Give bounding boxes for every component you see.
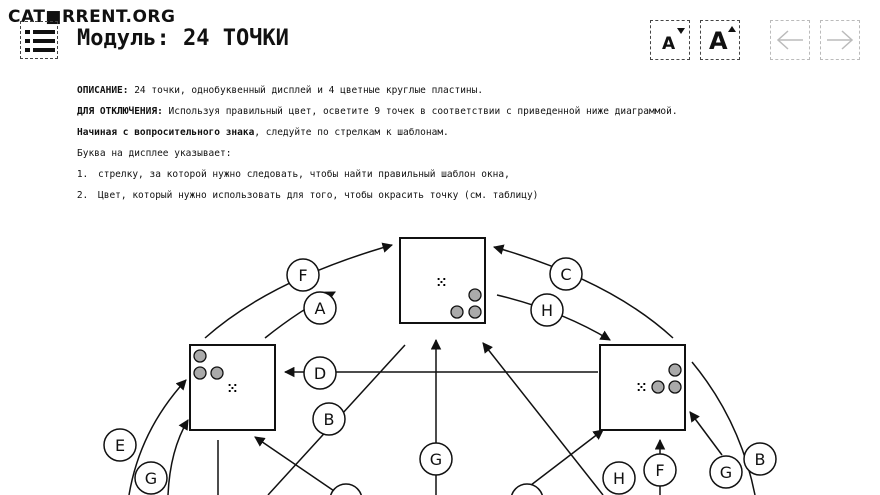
site-logo[interactable]: CAT■RRENT.ORG bbox=[8, 7, 176, 27]
letter-label: F bbox=[655, 461, 664, 480]
letter-label: D bbox=[314, 364, 326, 383]
font-increase-button[interactable]: A bbox=[700, 20, 740, 60]
flow-diagram: ⁙ ⁙ ⁙ F A C H bbox=[103, 237, 777, 495]
window-right: ⁙ bbox=[599, 344, 686, 431]
question-mark-icon: ⁙ bbox=[436, 276, 447, 291]
letter-label: H bbox=[541, 301, 553, 320]
font-decrease-label: A bbox=[662, 34, 676, 54]
display-list-item: Цвет, который нужно использовать для тог… bbox=[94, 190, 837, 202]
letter-label: H bbox=[613, 469, 625, 488]
description-label: ОПИСАНИЕ: bbox=[77, 85, 129, 96]
letter-label: A bbox=[315, 299, 326, 318]
letter-circle bbox=[602, 461, 636, 495]
arrow-left-icon bbox=[776, 30, 803, 50]
arrow-line bbox=[482, 342, 604, 495]
letter-label: F bbox=[298, 266, 307, 285]
description-text: 24 точки, однобуквенный дисплей и 4 цвет… bbox=[128, 85, 484, 96]
disarm-text: Используя правильный цвет, осветите 9 то… bbox=[162, 106, 678, 117]
letter-circle bbox=[330, 483, 362, 495]
description-paragraph: ОПИСАНИЕ: 24 точки, однобуквенный диспле… bbox=[77, 85, 837, 97]
arrow-line bbox=[492, 244, 674, 339]
next-page-button[interactable] bbox=[820, 20, 860, 60]
letter-circle bbox=[134, 461, 168, 495]
display-intro: Буква на дисплее указывает: bbox=[77, 148, 232, 159]
disarm-paragraph: ДЛЯ ОТКЛЮЧЕНИЯ: Используя правильный цве… bbox=[77, 106, 837, 118]
prev-page-button[interactable] bbox=[770, 20, 810, 60]
start-text: , следуйте по стрелкам к шаблонам. bbox=[254, 127, 449, 138]
letter-circle bbox=[103, 428, 137, 462]
start-paragraph: Начиная с вопросительного знака, следуйт… bbox=[77, 127, 837, 139]
letter-label: G bbox=[430, 450, 442, 469]
triangle-down-icon bbox=[677, 28, 685, 34]
menu-button[interactable] bbox=[20, 21, 58, 59]
letter-label: G bbox=[720, 463, 732, 482]
letter-circle bbox=[549, 257, 583, 291]
font-decrease-button[interactable]: A bbox=[650, 20, 690, 60]
arrow-line bbox=[691, 361, 756, 495]
arrow-line bbox=[128, 379, 187, 495]
manual-text: ОПИСАНИЕ: 24 точки, однобуквенный диспле… bbox=[77, 85, 837, 211]
letter-label: B bbox=[755, 450, 766, 469]
letter-label: G bbox=[145, 469, 157, 488]
letter-circle bbox=[312, 402, 346, 436]
letter-circle bbox=[303, 356, 337, 390]
letter-circle bbox=[643, 453, 677, 487]
font-increase-label: A bbox=[709, 27, 728, 55]
letter-label: C bbox=[560, 265, 571, 284]
arrow-line bbox=[167, 419, 189, 495]
hamburger-icon bbox=[25, 30, 55, 52]
letter-label: E bbox=[115, 436, 125, 455]
triangle-up-icon bbox=[728, 26, 736, 32]
start-bold: Начиная с вопросительного знака bbox=[77, 127, 255, 138]
display-list: стрелку, за которой нужно следовать, что… bbox=[77, 169, 837, 202]
letter-label: B bbox=[324, 410, 335, 429]
letter-circle bbox=[530, 293, 564, 327]
window-top: ⁙ bbox=[399, 237, 486, 324]
letter-circle bbox=[419, 442, 453, 476]
cross-icon: ⁙ bbox=[636, 381, 647, 396]
letter-circle bbox=[743, 442, 777, 476]
arrow-line bbox=[204, 242, 394, 339]
letter-circle bbox=[303, 291, 337, 325]
letter-circle bbox=[709, 455, 743, 489]
disarm-label: ДЛЯ ОТКЛЮЧЕНИЯ: bbox=[77, 106, 163, 117]
page-title: Модуль: 24 ТОЧКИ bbox=[77, 26, 289, 51]
arrow-line bbox=[689, 411, 723, 456]
letter-circle bbox=[511, 483, 543, 495]
window-left: ⁙ bbox=[189, 344, 276, 431]
display-list-item: стрелку, за которой нужно следовать, что… bbox=[94, 169, 837, 181]
arrow-line bbox=[254, 436, 341, 495]
arrow-right-icon bbox=[827, 30, 854, 50]
letter-circle bbox=[286, 258, 320, 292]
cross-icon: ⁙ bbox=[227, 382, 238, 397]
